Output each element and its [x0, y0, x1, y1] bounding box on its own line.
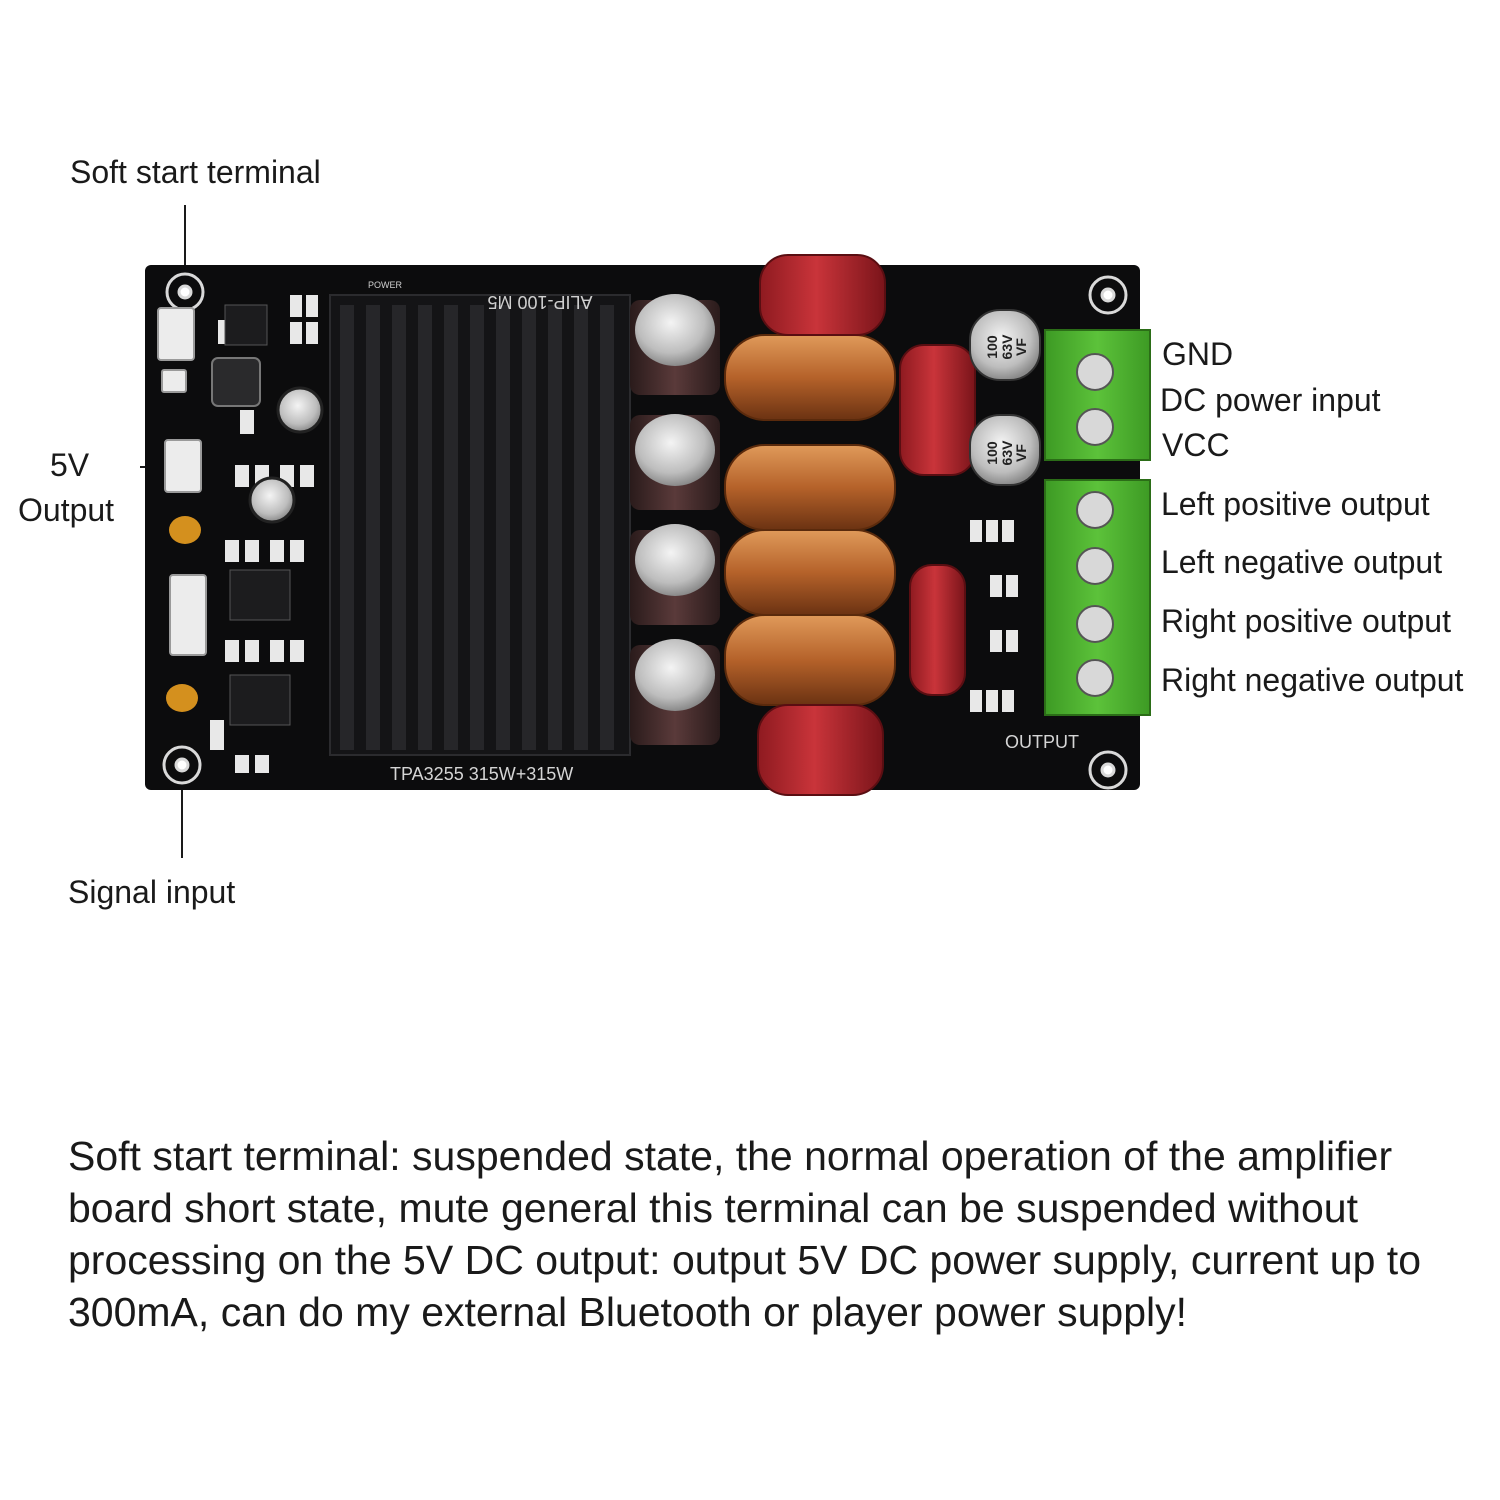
mounting-holes: [162, 272, 1128, 790]
description-text: Soft start terminal: suspended state, th…: [68, 1133, 1421, 1335]
cap-marking-voltage-2: 63V: [999, 440, 1015, 466]
terminal-label-right-positive: Right positive output: [1161, 603, 1451, 639]
terminal-label-gnd: GND: [1162, 336, 1234, 372]
terminal-label-left-positive: Left positive output: [1161, 486, 1430, 522]
cap-marking-voltage-1: 63V: [999, 334, 1015, 360]
terminal-label-left-negative: Left negative output: [1161, 544, 1443, 580]
chip-marking: TPA3255 315W+315W: [390, 764, 573, 784]
film-capacitors: [757, 254, 976, 796]
terminal-label-dc-power-input: DC power input: [1160, 382, 1381, 418]
power-marking: POWER: [368, 280, 403, 290]
small-electrolytic-cap-1: [276, 386, 324, 434]
output-caps: 100 63V VF 100 63V VF: [969, 309, 1041, 486]
heatsink-marking: ALIP-100 M5: [487, 292, 592, 312]
cap-marking-value-2: 100: [984, 441, 1000, 465]
terminal-label-right-negative: Right negative output: [1161, 662, 1464, 698]
terminal-label-vcc: VCC: [1162, 427, 1230, 463]
small-electrolytic-cap-2: [248, 476, 296, 524]
cap-marking-value-1: 100: [984, 335, 1000, 359]
cap-marking-type-2: VF: [1013, 444, 1029, 462]
output-marking: OUTPUT: [1005, 732, 1079, 752]
amplifier-board-photo: ALIP-100 M5 POWER 100 63V VF 100: [145, 254, 1151, 796]
heatsink: ALIP-100 M5: [329, 292, 631, 756]
smd-components: [210, 295, 318, 773]
signal-input-label: Signal input: [68, 874, 236, 910]
screw-terminals: [1044, 329, 1151, 716]
cap-marking-type-1: VF: [1013, 338, 1029, 356]
soft-start-label: Soft start terminal: [70, 154, 321, 190]
five-v-label-line2: Output: [18, 492, 115, 528]
five-v-label-line1: 5V: [50, 447, 90, 483]
large-electrolytic-caps: [630, 294, 720, 745]
op-amp-ics: [224, 304, 291, 726]
toroidal-coils: [724, 334, 896, 706]
jst-connectors: [157, 307, 207, 656]
tantalum-caps: [166, 516, 201, 712]
terminal-screws: [1076, 353, 1114, 697]
output-smd-components: [970, 520, 1018, 712]
small-inductor: [211, 357, 261, 407]
